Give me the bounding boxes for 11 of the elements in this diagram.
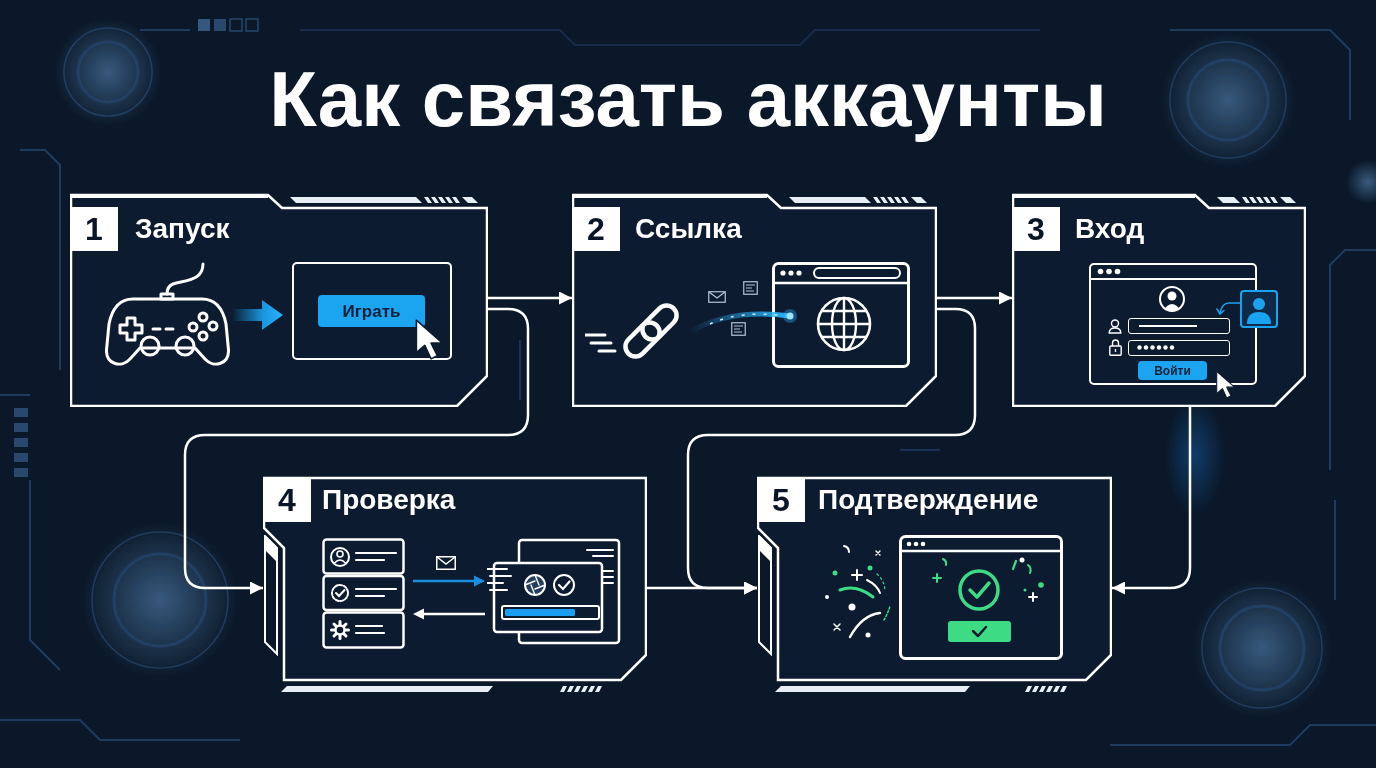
step-number: 3	[1012, 207, 1060, 251]
step-number: 5	[757, 478, 805, 522]
step-title: Вход	[1075, 212, 1145, 246]
step-title: Проверка	[322, 483, 456, 517]
step-number: 4	[263, 478, 311, 522]
step-title: Ссылка	[635, 212, 742, 246]
diagram-title: Как связать аккаунты	[269, 54, 1107, 144]
step-number: 1	[70, 207, 118, 251]
step-number: 2	[572, 207, 620, 251]
step-title: Подтверждение	[818, 483, 1039, 517]
step-title: Запуск	[135, 212, 230, 246]
